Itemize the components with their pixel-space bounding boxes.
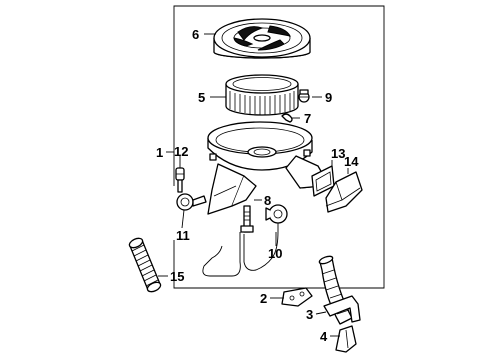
snorkel-door [311, 165, 335, 197]
callout-5: 5 [198, 90, 205, 105]
air-filter-element [225, 74, 299, 116]
vacuum-hose [202, 231, 279, 277]
assembly-frame [173, 5, 385, 289]
callout-labels: 6 5 9 7 1 12 13 14 8 11 10 15 2 3 4 [156, 27, 359, 344]
callout-6: 6 [192, 27, 199, 42]
check-valve [175, 167, 185, 193]
callout-2: 2 [260, 291, 267, 306]
callout-14: 14 [344, 154, 359, 169]
callout-7: 7 [304, 111, 311, 126]
mounting-bracket-upper [323, 295, 361, 323]
temperature-sensor [298, 89, 310, 103]
duct-adapter [325, 171, 363, 213]
callout-1: 1 [156, 145, 163, 160]
support-bracket [335, 325, 357, 353]
callout-11: 11 [176, 228, 190, 243]
callout-4: 4 [320, 329, 328, 344]
leader-lines [158, 33, 349, 337]
flexible-duct-hose [128, 237, 162, 293]
callout-12: 12 [174, 144, 188, 159]
thermostatic-valve [265, 204, 288, 232]
vacuum-motor [176, 193, 207, 211]
callout-9: 9 [325, 90, 332, 105]
mounting-stud [240, 205, 254, 233]
callout-10: 10 [268, 246, 282, 261]
callout-3: 3 [306, 307, 313, 322]
mounting-bracket-lower [281, 287, 313, 307]
callout-8: 8 [264, 193, 271, 208]
callout-13: 13 [331, 146, 345, 161]
retaining-clip [281, 113, 293, 123]
air-cleaner-lid [213, 18, 311, 59]
callout-15: 15 [170, 269, 184, 284]
